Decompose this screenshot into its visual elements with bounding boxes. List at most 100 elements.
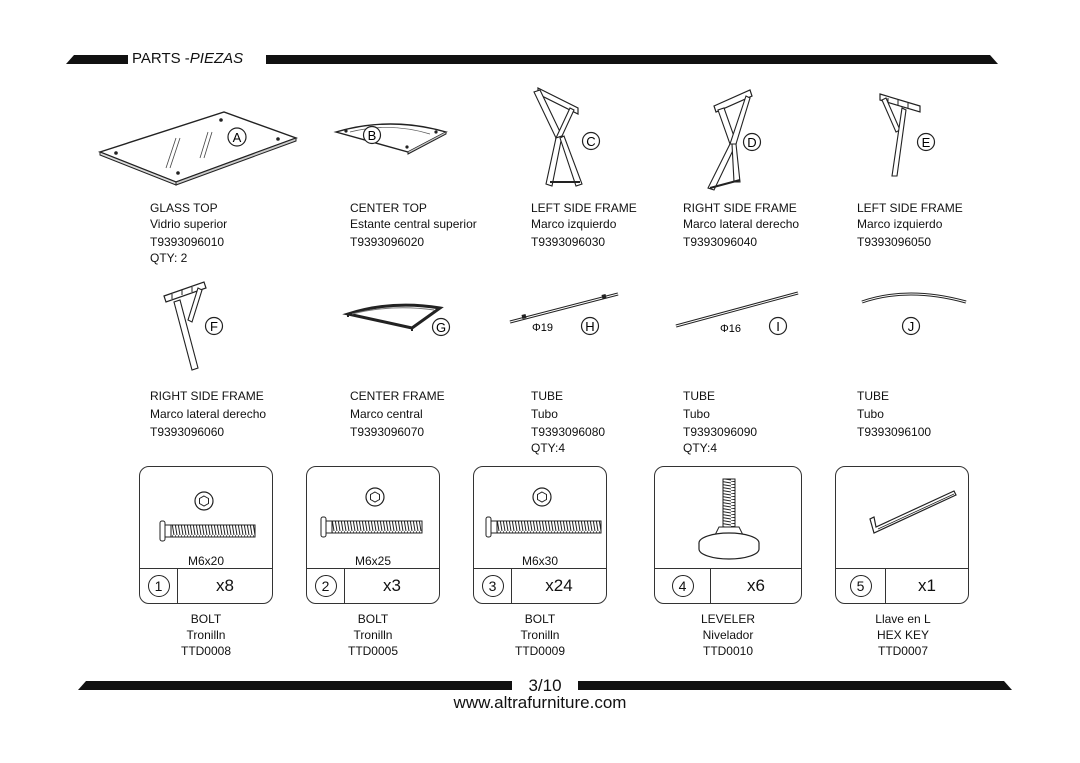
svg-text:G: G [436,320,446,335]
svg-text:C: C [586,134,595,149]
part-name: CENTER TOP [350,201,427,215]
part-code: T9393096090 [683,425,758,439]
part-info-j: TUBE Tubo T9393096100 [857,388,931,440]
page-number: 3/10 [528,676,562,695]
footer-rule-right [578,681,1012,690]
part-name: TUBE [531,389,564,403]
hardware-qty: x3 [383,576,401,595]
svg-text:D: D [747,135,756,150]
part-name-es: Vidrio superior [150,217,228,231]
hardware-number: 4 [655,569,711,603]
hardware-number: 3 [474,569,512,603]
part-code: T9393096020 [350,235,425,249]
part-name-es: Tubo [531,407,558,421]
svg-text:H: H [585,319,594,334]
part-name-es: Tubo [683,407,710,421]
part-info-a: GLASS TOP Vidrio superior T9393096010 QT… [150,200,228,265]
hardware-number: 5 [836,569,886,603]
svg-text:F: F [210,319,218,334]
part-name-es: Estante central superior [350,217,477,231]
part-letter: A [233,130,242,145]
hardware-box-leveler: 4 x6 [654,466,802,604]
part-code: T9393096030 [531,235,606,249]
header-rule-right [266,55,998,64]
part-name: GLASS TOP [150,201,218,215]
tube-diameter-label: Φ19 [532,322,553,334]
part-name-es: Marco lateral derecho [683,217,800,231]
right-side-frame-f-figure: F [163,281,224,371]
hardware-qty: x24 [545,576,573,595]
part-info-i: TUBE Tubo T9393096090 QTY:4 [683,388,757,456]
part-code: T9393096040 [683,235,758,249]
center-frame-figure: G [342,303,451,337]
part-code: T9393096060 [150,425,225,439]
bolt-size: M6x20 [187,554,225,568]
hardware-count-row: 5 x1 [836,568,968,603]
part-code: T9393096100 [857,425,932,439]
bolt-icon [159,491,256,542]
leveler-icon [698,478,760,560]
footer-rule-left [78,681,512,690]
svg-text:I: I [776,319,780,334]
hardware-box-bolt-m6x30: M6x30 3 x24 [473,466,607,604]
part-info-h: TUBE Tubo T9393096080 QTY:4 [531,388,605,456]
svg-text:E: E [922,135,931,150]
part-name-es: Marco central [350,407,423,421]
tube-i-figure: Φ16 I [675,291,799,336]
part-name: TUBE [857,389,890,403]
part-info-e: LEFT SIDE FRAME Marco izquierdo T9393096… [857,200,963,250]
hardware-qty: x6 [747,576,765,595]
hardware-number: 2 [307,569,345,603]
part-info-d: RIGHT SIDE FRAME Marco lateral derecho T… [683,200,799,250]
hardware-box-bolt-m6x20: M6x20 1 x8 [139,466,273,604]
svg-text:B: B [368,128,377,143]
hardware-box-bolt-m6x25: M6x25 2 x3 [306,466,440,604]
section-title: PARTS -PIEZAS [132,50,244,67]
right-side-frame-d-figure: D [707,89,762,191]
website-url: www.altrafurniture.com [453,693,627,712]
part-code: T9393096050 [857,235,932,249]
tube-h-figure: Φ19 H [509,292,619,336]
hardware-box-hex-key: 5 x1 [835,466,969,604]
left-side-frame-e-figure: E [879,93,936,177]
part-name: RIGHT SIDE FRAME [683,201,797,215]
part-name: CENTER FRAME [350,389,445,403]
tube-diameter-label: Φ16 [720,323,741,335]
hardware-qty: x8 [216,576,234,595]
bolt-size: M6x25 [354,554,392,568]
hardware-qty: x1 [918,576,936,595]
bolt-icon [320,487,423,538]
hardware-count-row: 4 x6 [655,568,801,603]
part-info-g: CENTER FRAME Marco central T9393096070 [350,388,445,440]
part-qty: QTY:4 [531,441,566,455]
part-info-c: LEFT SIDE FRAME Marco izquierdo T9393096… [531,200,637,250]
part-name: LEFT SIDE FRAME [857,201,963,215]
part-name: LEFT SIDE FRAME [531,201,637,215]
part-code: T9393096080 [531,425,606,439]
bolt-size: M6x30 [521,554,559,568]
part-name-es: Marco izquierdo [531,217,617,231]
bolt-icon [485,487,602,538]
part-name: RIGHT SIDE FRAME [150,389,264,403]
hex-key-icon [869,490,957,534]
part-info-b: CENTER TOP Estante central superior T939… [350,200,477,250]
part-code: T9393096010 [150,235,225,249]
center-top-figure: B [333,123,448,155]
left-side-frame-c-figure: C [533,87,601,187]
part-name-es: Marco lateral derecho [150,407,267,421]
part-qty: QTY: 2 [150,251,188,265]
header-rule-left [66,55,128,64]
part-code: T9393096070 [350,425,425,439]
part-qty: QTY:4 [683,441,718,455]
svg-text:J: J [908,319,915,334]
part-name-es: Marco izquierdo [857,217,943,231]
part-info-f: RIGHT SIDE FRAME Marco lateral derecho T… [150,388,266,440]
part-name-es: Tubo [857,407,884,421]
glass-top-figure: A [97,111,299,186]
part-name: TUBE [683,389,716,403]
hardware-count-row: 1 x8 [140,568,272,603]
